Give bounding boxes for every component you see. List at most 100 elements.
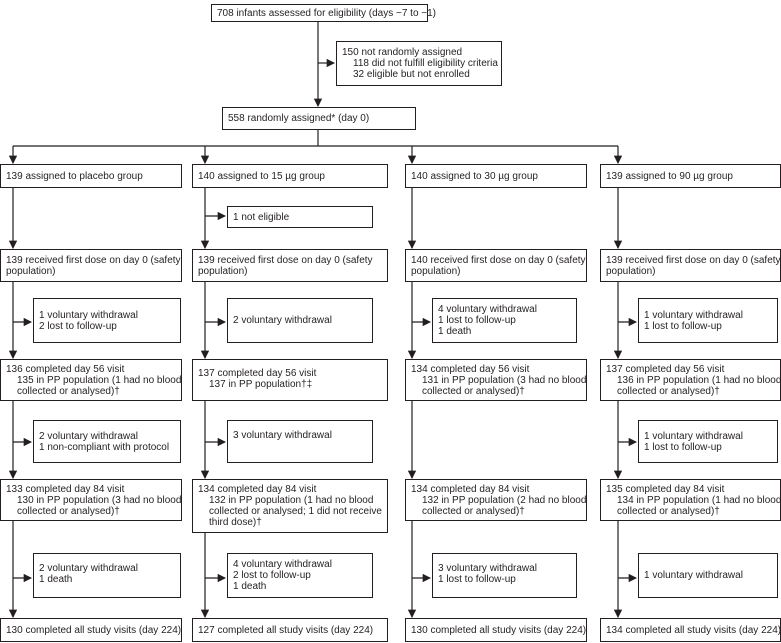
box-g4-final: 134 completed all study visits (day 224) — [600, 618, 781, 642]
box-g1-dose: 139 received first dose on day 0 (safety… — [0, 249, 182, 282]
box-text-line: 136 completed day 56 visit — [6, 363, 125, 375]
box-text-line: 1 death — [39, 574, 73, 585]
box-text-line: 2 voluntary withdrawal — [39, 563, 138, 574]
box-g2-loss2: 3 voluntary withdrawal — [227, 420, 373, 463]
box-g2-final: 127 completed all study visits (day 224) — [192, 618, 388, 642]
box-text-line: population) — [411, 265, 461, 277]
box-text-line: 2 lost to follow-up — [39, 320, 117, 332]
box-text-line: 140 assigned to 30 µg group — [411, 170, 538, 182]
box-text-line: 140 assigned to 15 µg group — [198, 170, 325, 182]
box-text-line: 1 death — [438, 326, 472, 337]
box-text-line: 136 in PP population (1 had no blood — [617, 374, 781, 386]
box-text-line: 134 in PP population (1 had no blood — [617, 494, 781, 506]
box-text-line: 134 completed day 84 visit — [411, 483, 530, 495]
box-text-line: 132 in PP population (1 had no blood — [209, 495, 374, 506]
box-text-line: 1 not eligible — [233, 211, 290, 223]
box-text-line: collected or analysed)† — [17, 505, 120, 517]
box-randomised: 558 randomly assigned* (day 0) — [222, 107, 416, 130]
box-text-line: 1 lost to follow-up — [644, 320, 722, 332]
box-text-line: 139 received first dose on day 0 (safety — [606, 254, 781, 266]
box-text-line: 558 randomly assigned* (day 0) — [228, 113, 370, 124]
box-text-line: population) — [6, 265, 56, 277]
box-text-line: 1 lost to follow-up — [438, 574, 516, 585]
box-text-line: 150 not randomly assigned — [342, 47, 463, 58]
box-text-line: 118 did not fulfill eligibility criteria — [353, 58, 498, 69]
box-text-line: 131 in PP population (3 had no blood — [422, 374, 587, 386]
box-g3-assigned: 140 assigned to 30 µg group — [405, 164, 587, 188]
box-text-line: collected or analysed)† — [17, 385, 120, 397]
box-text-line: 1 non-compliant with protocol — [39, 441, 170, 453]
box-text-line: 139 received first dose on day 0 (safety — [6, 254, 181, 266]
box-g4-assigned: 139 assigned to 90 µg group — [600, 164, 781, 188]
box-assessed: 708 infants assessed for eligibility (da… — [211, 4, 437, 22]
box-text-line: 139 assigned to 90 µg group — [606, 170, 733, 182]
box-text-line: 2 voluntary withdrawal — [233, 315, 332, 326]
box-text-line: 2 lost to follow-up — [233, 570, 311, 581]
box-g2-dose: 139 received first dose on day 0 (safety… — [192, 249, 388, 282]
box-text-line: 135 in PP population (1 had no blood — [17, 374, 182, 386]
box-text-line: 130 completed all study visits (day 224) — [411, 624, 587, 636]
box-text-line: 134 completed day 56 visit — [411, 363, 530, 375]
box-text-line: 135 completed day 84 visit — [606, 483, 725, 495]
box-text-line: 32 eligible but not enrolled — [353, 69, 470, 80]
box-text-line: 4 voluntary withdrawal — [233, 559, 332, 570]
box-text-line: 3 voluntary withdrawal — [438, 563, 537, 574]
box-text-line: 139 assigned to placebo group — [6, 170, 143, 182]
box-text-line: 137 completed day 56 visit — [198, 368, 317, 379]
box-text-line: 1 death — [233, 581, 267, 592]
box-text-line: 1 lost to follow-up — [644, 441, 722, 453]
box-text-line: 134 completed all study visits (day 224) — [606, 624, 781, 636]
box-text-line: 137 completed day 56 visit — [606, 363, 725, 375]
box-text-line: 139 received first dose on day 0 (safety — [198, 254, 373, 266]
box-g3-final: 130 completed all study visits (day 224) — [405, 618, 587, 642]
box-text-line: collected or analysed)† — [617, 385, 720, 397]
box-text-line: 127 completed all study visits (day 224) — [198, 624, 374, 636]
box-text-line: 2 voluntary withdrawal — [39, 430, 138, 442]
box-text-line: 140 received first dose on day 0 (safety — [411, 254, 586, 266]
box-text-line: 137 in PP population†‡ — [209, 379, 313, 390]
box-text-line: collected or analysed)† — [422, 385, 525, 397]
box-text-line: 708 infants assessed for eligibility (da… — [217, 7, 437, 19]
box-g2-excluded: 1 not eligible — [227, 206, 373, 228]
box-text-line: 1 voluntary withdrawal — [39, 309, 138, 321]
box-text-line: population) — [198, 265, 248, 277]
box-text-line: collected or analysed)† — [422, 505, 525, 517]
box-text-line: 3 voluntary withdrawal — [233, 430, 332, 441]
box-text-line: 1 lost to follow-up — [438, 315, 516, 326]
box-g1-final: 130 completed all study visits (day 224) — [0, 618, 182, 642]
box-text-line: collected or analysed; 1 did not receive — [209, 506, 382, 517]
box-text-line: 130 in PP population (3 had no blood — [17, 494, 182, 506]
box-text-line: 132 in PP population (2 had no blood — [422, 494, 587, 506]
box-text-line: 130 completed all study visits (day 224) — [6, 624, 182, 636]
box-g3-dose: 140 received first dose on day 0 (safety… — [405, 249, 587, 282]
box-text-line: 1 voluntary withdrawal — [644, 430, 743, 442]
box-text-line: 133 completed day 84 visit — [6, 483, 125, 495]
box-g4-loss3: 1 voluntary withdrawal — [638, 553, 778, 598]
box-g2-assigned: 140 assigned to 15 µg group — [192, 164, 388, 188]
box-g4-dose: 139 received first dose on day 0 (safety… — [600, 249, 781, 282]
split-line — [13, 130, 618, 147]
box-text-line: 1 voluntary withdrawal — [644, 570, 743, 581]
box-g2-loss1: 2 voluntary withdrawal — [227, 298, 373, 343]
box-text-line: 1 voluntary withdrawal — [644, 309, 743, 321]
box-g1-assigned: 139 assigned to placebo group — [0, 164, 182, 188]
box-text-line: collected or analysed)† — [617, 505, 720, 517]
box-text-line: 134 completed day 84 visit — [198, 484, 317, 495]
